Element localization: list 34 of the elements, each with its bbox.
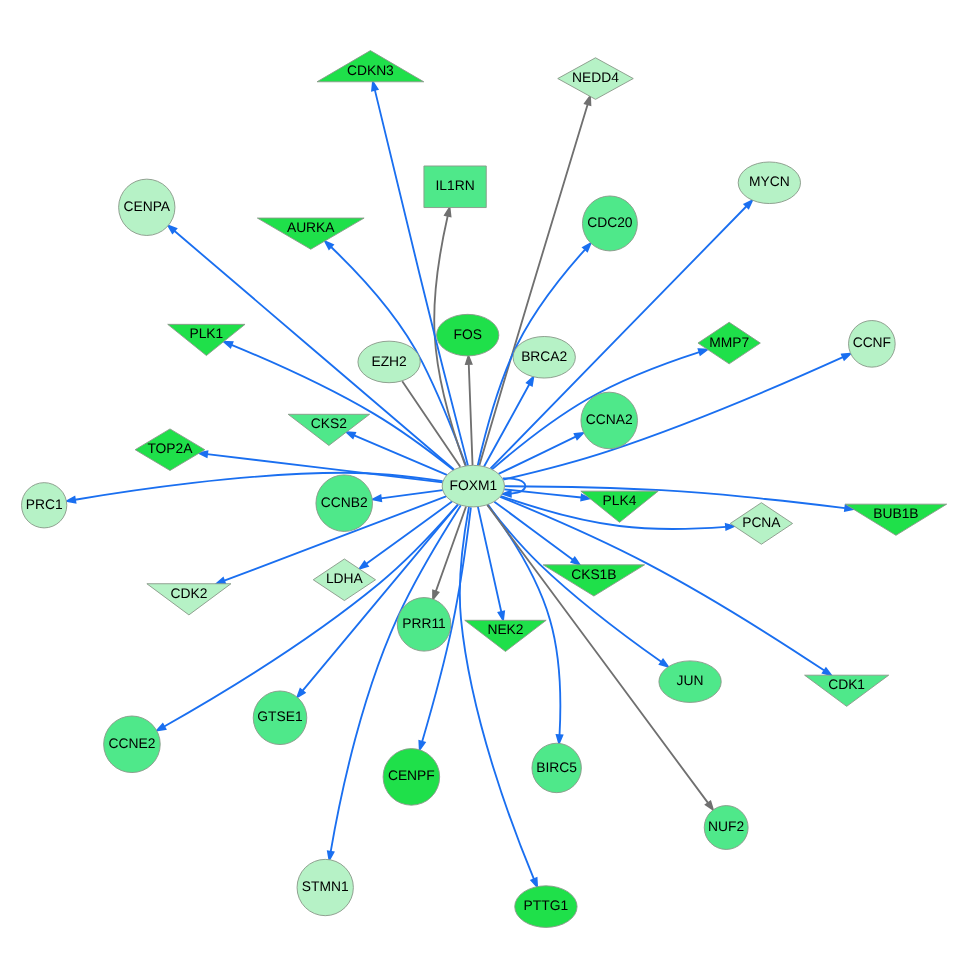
arrow — [357, 500, 453, 571]
arrow — [502, 352, 853, 481]
arrow — [491, 348, 710, 471]
connector — [401, 380, 462, 468]
arrow — [432, 505, 467, 602]
arrow — [326, 504, 462, 863]
arrow — [295, 503, 460, 700]
arrow — [477, 505, 506, 623]
arrow — [370, 489, 444, 503]
arrow — [166, 223, 455, 471]
arrow — [483, 374, 535, 468]
arrow — [433, 205, 467, 467]
arrow — [371, 79, 469, 467]
arrow — [486, 503, 671, 669]
arrow — [323, 239, 468, 467]
arrow — [497, 431, 586, 475]
arrow — [344, 431, 448, 476]
arrow — [478, 93, 592, 467]
arrow — [499, 495, 737, 532]
arrow — [196, 450, 444, 484]
arrow — [221, 340, 455, 471]
arrow — [418, 506, 472, 753]
arrow — [499, 495, 834, 677]
arrow — [503, 488, 593, 502]
arrow — [486, 503, 564, 746]
arrow — [154, 503, 459, 732]
arrow — [464, 353, 474, 467]
arrow — [64, 471, 444, 504]
arrow — [489, 198, 755, 470]
arrow — [499, 477, 527, 498]
arrow — [459, 505, 539, 890]
arrow — [486, 504, 715, 812]
arrow — [476, 241, 593, 467]
arrow — [493, 500, 582, 567]
